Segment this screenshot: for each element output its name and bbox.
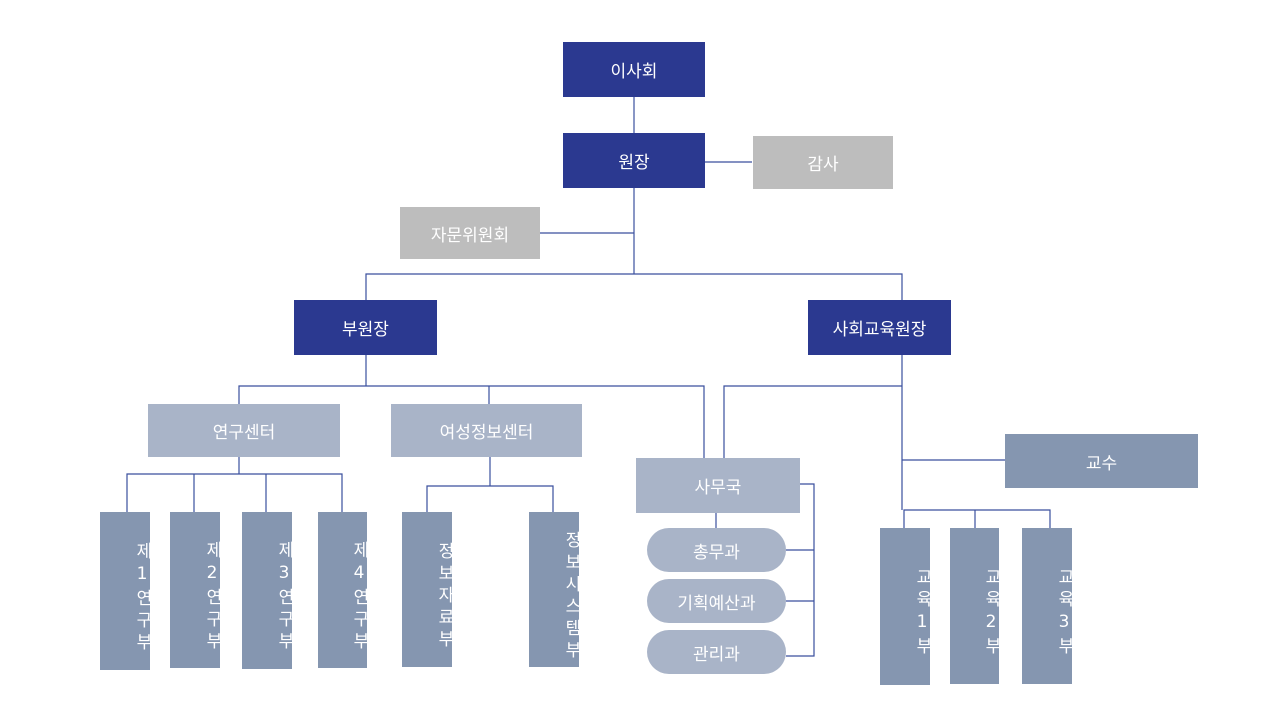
- vice-director-label: 부원장: [342, 320, 389, 340]
- secretariat-label: 사무국: [694, 478, 742, 498]
- research-dept-1-box: 제1연구부: [100, 512, 152, 670]
- board-box: 이사회: [563, 42, 705, 97]
- board-label: 이사회: [610, 62, 658, 82]
- line-social-secretariat: [723, 385, 902, 458]
- info-dept-2-label: 정보시스템부: [561, 530, 581, 663]
- advisory-box: 자문위원회: [400, 207, 540, 259]
- auditor-box: 감사: [753, 136, 893, 189]
- edu-dept-2-box: 교육2부: [950, 528, 1001, 684]
- research-dept-4-label: 제4연구부: [349, 540, 369, 654]
- line-vice-bus: [238, 385, 705, 458]
- line-research-bus: [126, 473, 343, 512]
- social-director-label: 사회교육원장: [832, 320, 927, 340]
- section-management: 관리과: [647, 630, 786, 674]
- professor-label: 교수: [1085, 453, 1118, 474]
- line-women-bus: [426, 485, 554, 512]
- info-dept-1-label: 정보자료부: [434, 541, 454, 652]
- edu-dept-1-box: 교육1부: [880, 528, 932, 685]
- section-general-affairs: 총무과: [647, 528, 786, 572]
- research-dept-4-box: 제4연구부: [318, 512, 369, 668]
- section-planning-budget: 기획예산과: [647, 579, 786, 623]
- section-general-affairs-label: 총무과: [693, 542, 740, 563]
- women-info-center-label: 여성정보센터: [439, 423, 534, 443]
- section-planning-budget-label: 기획예산과: [677, 593, 756, 614]
- research-dept-3-label: 제3연구부: [274, 541, 294, 654]
- edu-dept-2-label: 교육2부: [981, 567, 1001, 659]
- vice-director-box: 부원장: [294, 300, 437, 355]
- social-director-box: 사회교육원장: [808, 300, 951, 355]
- research-dept-1-label: 제1연구부: [132, 541, 152, 655]
- edu-dept-1-label: 교육1부: [912, 568, 932, 659]
- professor-box: 교수: [1005, 434, 1198, 488]
- director-label: 원장: [618, 153, 650, 173]
- research-center-box: 연구센터: [148, 404, 340, 457]
- research-dept-3-box: 제3연구부: [242, 512, 294, 669]
- line-level2-bus: [365, 273, 903, 300]
- research-center-label: 연구센터: [212, 423, 276, 443]
- research-dept-2-label: 제2연구부: [202, 540, 222, 654]
- info-dept-2-box: 정보시스템부: [529, 512, 581, 667]
- secretariat-box: 사무국: [636, 458, 800, 513]
- line-sec-right: [786, 483, 815, 657]
- director-box: 원장: [563, 133, 705, 188]
- research-dept-2-box: 제2연구부: [170, 512, 222, 668]
- section-management-label: 관리과: [693, 644, 740, 665]
- edu-dept-3-box: 교육3부: [1022, 528, 1074, 684]
- auditor-label: 감사: [807, 155, 839, 175]
- women-info-center-box: 여성정보센터: [391, 404, 582, 457]
- edu-dept-3-label: 교육3부: [1054, 567, 1074, 659]
- advisory-label: 자문위원회: [430, 225, 510, 246]
- line-edu-bus: [903, 509, 1051, 528]
- info-dept-1-box: 정보자료부: [402, 512, 454, 667]
